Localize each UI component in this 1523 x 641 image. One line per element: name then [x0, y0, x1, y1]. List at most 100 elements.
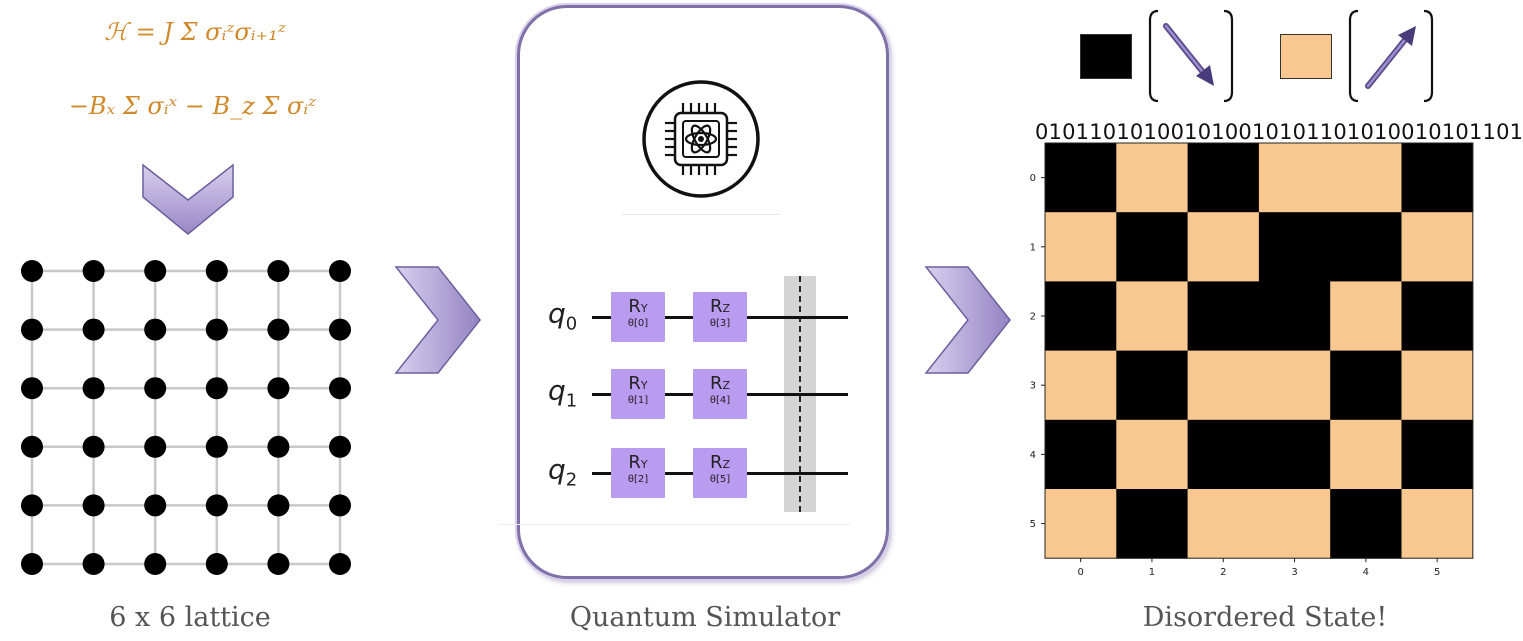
lattice-site	[205, 318, 228, 341]
heatmap-cell	[1045, 350, 1117, 421]
chevron-right-icon	[394, 266, 481, 374]
heatmap-cell	[1401, 212, 1474, 282]
x-tick-label: 5	[1434, 567, 1440, 578]
caption-lattice: 6 x 6 lattice	[109, 602, 271, 633]
hamiltonian-line-2: −Bₓ Σ σᵢˣ − B_z Σ σᵢᶻ	[20, 92, 365, 120]
heatmap-cell	[1401, 281, 1474, 352]
heatmap-cell	[1187, 489, 1260, 559]
lattice-site	[144, 318, 167, 341]
divider	[500, 524, 850, 525]
heatmap-cell	[1116, 143, 1189, 213]
y-tick-label: 2	[1030, 312, 1036, 323]
qubit-index: 1	[565, 390, 578, 412]
lattice-site	[82, 553, 105, 575]
x-tick-label: 2	[1220, 567, 1226, 578]
heatmap-cell	[1401, 350, 1474, 421]
rz-gate: RZ θ[5]	[693, 448, 747, 498]
heatmap-cell	[1330, 143, 1402, 213]
lattice-site	[144, 494, 167, 517]
x-tick-label: 4	[1363, 567, 1369, 578]
gate-name: RZ	[709, 296, 731, 317]
lattice-site	[329, 377, 351, 400]
heatmap-cell	[1045, 489, 1117, 559]
lattice-site	[21, 435, 43, 458]
ry-gate: RY θ[1]	[611, 369, 665, 419]
chevron-right-icon	[924, 266, 1011, 374]
lattice-site	[144, 260, 167, 282]
heatmap-cell	[1330, 281, 1402, 352]
lattice-site	[205, 260, 228, 282]
qubit-label: q0	[548, 297, 577, 335]
x-tick-label: 3	[1291, 567, 1297, 578]
chevron-down-icon	[142, 163, 234, 235]
lattice-site	[21, 494, 43, 517]
qubit-index: 0	[565, 313, 578, 335]
heatmap-cell	[1116, 281, 1189, 352]
heatmap-cell	[1330, 212, 1402, 282]
ry-gate: RY θ[0]	[611, 292, 665, 342]
lattice-site	[144, 435, 167, 458]
lattice-site	[267, 318, 290, 341]
lattice-site	[205, 553, 228, 575]
spin-up-swatch	[1280, 34, 1332, 79]
heatmap-cell	[1330, 489, 1402, 559]
lattice-site	[144, 377, 167, 400]
heatmap-cell	[1187, 212, 1260, 282]
lattice-site	[82, 377, 105, 400]
lattice-site	[267, 435, 290, 458]
gate-param: θ[0]	[627, 318, 649, 329]
heatmap-cell	[1258, 143, 1331, 213]
hamiltonian-line-1: ℋ = J Σ σᵢᶻσᵢ₊₁ᶻ	[50, 18, 340, 46]
gate-param: θ[1]	[627, 395, 649, 406]
heatmap-cell	[1187, 281, 1260, 352]
heatmap-cell	[1258, 350, 1331, 421]
heatmap-cell	[1187, 419, 1260, 490]
qubit-name: q	[548, 374, 566, 407]
lattice-site	[267, 553, 290, 575]
x-tick-label: 1	[1149, 567, 1155, 578]
hamiltonian-line-1-text: ℋ = J Σ σᵢᶻσᵢ₊₁ᶻ	[104, 18, 286, 46]
x-tick-label: 0	[1077, 567, 1083, 578]
gate-param: θ[3]	[709, 318, 731, 329]
heatmap-cell	[1045, 212, 1117, 282]
lattice-site	[82, 494, 105, 517]
bitstring: 010110101001010010101101010010101101	[1035, 120, 1523, 144]
y-tick-label: 3	[1030, 381, 1036, 392]
qubit-name: q	[548, 453, 566, 486]
hamiltonian-line-2-text: −Bₓ Σ σᵢˣ − B_z Σ σᵢᶻ	[68, 92, 317, 120]
rz-gate: RZ θ[4]	[693, 369, 747, 419]
qubit-label: q2	[548, 453, 577, 491]
heatmap-frame	[1044, 142, 1474, 559]
y-tick-label: 0	[1030, 173, 1036, 184]
lattice-site	[82, 435, 105, 458]
heatmap-cell	[1330, 419, 1402, 490]
heatmap-cell	[1330, 350, 1402, 421]
qubit-index: 2	[565, 469, 578, 491]
heatmap-cell	[1258, 281, 1331, 352]
heatmap-cell	[1258, 212, 1331, 282]
rz-gate: RZ θ[3]	[693, 292, 747, 342]
lattice-site	[329, 260, 351, 282]
lattice-site	[329, 494, 351, 517]
heatmap-cell	[1045, 143, 1117, 213]
lattice-site	[329, 318, 351, 341]
lattice-site	[82, 260, 105, 282]
heatmap-cell	[1116, 489, 1189, 559]
lattice-site	[21, 377, 43, 400]
heatmap-cell	[1187, 350, 1260, 421]
lattice-site	[329, 435, 351, 458]
gate-name: RZ	[709, 373, 731, 394]
heatmap-cell	[1401, 489, 1474, 559]
qubit-label: q1	[548, 374, 577, 412]
arrow-down-right-icon	[1148, 9, 1234, 103]
gate-name: RY	[628, 373, 648, 394]
gate-name: RY	[628, 452, 648, 473]
gate-param: θ[5]	[709, 474, 731, 485]
gate-param: θ[4]	[709, 395, 731, 406]
lattice-site	[21, 318, 43, 341]
heatmap-cell	[1116, 419, 1189, 490]
lattice-site	[144, 553, 167, 575]
y-tick-label: 4	[1030, 450, 1036, 461]
lattice-grid	[21, 260, 351, 575]
gate-name: RZ	[709, 452, 731, 473]
